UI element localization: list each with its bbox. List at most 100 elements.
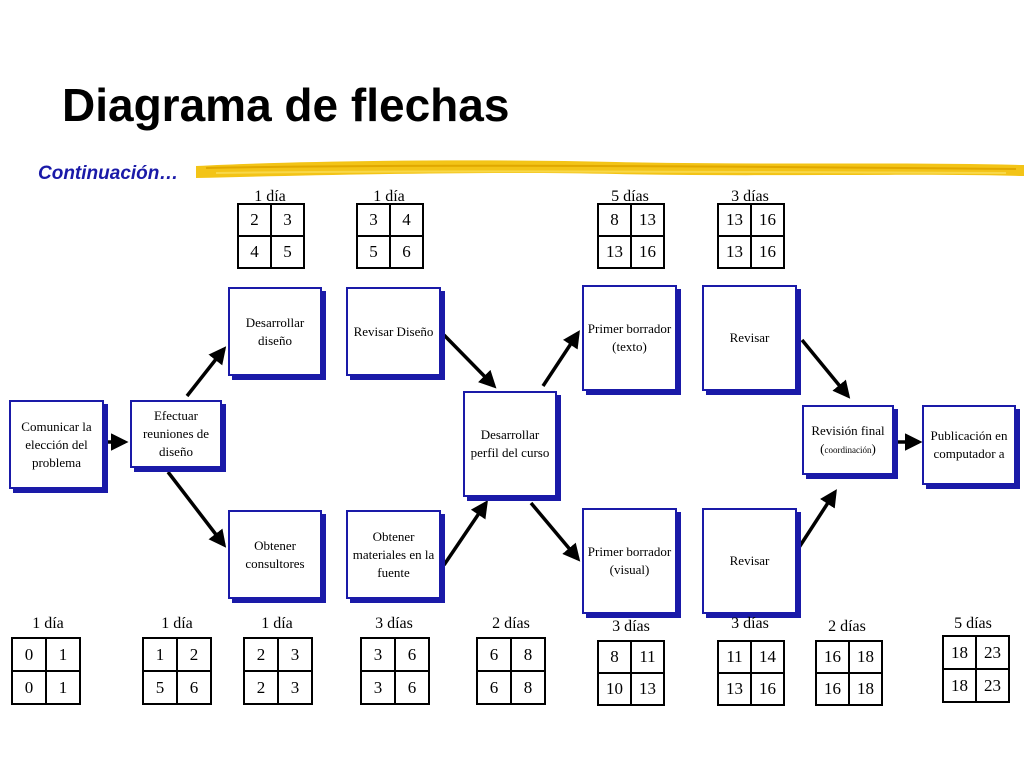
duration-label: 2 días xyxy=(828,618,866,635)
early-start: 2 xyxy=(238,204,271,236)
duration-label: 1 día xyxy=(261,615,293,632)
schedule-box: 13 16 13 16 xyxy=(717,203,785,269)
schedule-box: 3 6 3 6 xyxy=(360,637,430,705)
late-start: 18 xyxy=(943,669,976,702)
late-finish: 18 xyxy=(849,673,882,705)
late-finish: 1 xyxy=(46,671,80,704)
highlighter-stroke xyxy=(196,160,1024,178)
late-finish: 13 xyxy=(631,673,664,705)
arrow xyxy=(529,501,581,562)
schedule-box: 8 11 10 13 xyxy=(597,640,665,706)
late-finish: 3 xyxy=(278,671,312,704)
late-start: 5 xyxy=(357,236,390,268)
node-label: Obtener materiales en la fuente xyxy=(352,528,435,580)
early-finish: 3 xyxy=(271,204,304,236)
early-start: 13 xyxy=(718,204,751,236)
early-finish: 4 xyxy=(390,204,423,236)
schedule-box: 1 2 5 6 xyxy=(142,637,212,705)
late-start: 2 xyxy=(244,671,278,704)
node-label: Publicación en computador a xyxy=(930,428,1008,461)
duration-label: 2 días xyxy=(492,615,530,632)
node-desarrollar-perfil[interactable]: Desarrollar perfil del curso xyxy=(463,391,557,497)
node-label: Revisar Diseño xyxy=(353,323,434,339)
late-finish: 23 xyxy=(976,669,1009,702)
duration-label: 3 días xyxy=(612,618,650,635)
late-start: 3 xyxy=(361,671,395,704)
early-finish: 23 xyxy=(976,636,1009,669)
early-start: 1 xyxy=(143,638,177,671)
early-finish: 14 xyxy=(751,641,784,673)
node-label: Desarrollar diseño xyxy=(245,314,305,348)
node-desarrollar-diseno[interactable]: Desarrollar diseño xyxy=(228,287,322,376)
node-label: Revisar xyxy=(729,330,770,345)
node-efectuar-reuniones[interactable]: Efectuar reuniones de diseño xyxy=(130,400,222,468)
duration-label: 5 días xyxy=(611,188,649,205)
node-primer-borrador-texto[interactable]: Primer borrador (texto) xyxy=(582,285,677,391)
node-label: Primer borrador (texto) xyxy=(587,321,672,354)
node-label: Revisar xyxy=(729,553,770,568)
late-finish: 6 xyxy=(177,671,211,704)
late-start: 13 xyxy=(598,236,631,268)
revision-final-main: Revisión final xyxy=(811,422,885,438)
early-start: 2 xyxy=(244,638,278,671)
node-revision-final[interactable]: Revisión final (coordinación) xyxy=(802,405,894,475)
node-primer-borrador-visual[interactable]: Primer borrador (visual) xyxy=(582,508,677,614)
early-finish: 18 xyxy=(849,641,882,673)
early-finish: 16 xyxy=(751,204,784,236)
late-finish: 16 xyxy=(631,236,664,268)
early-start: 16 xyxy=(816,641,849,673)
arrow xyxy=(166,470,227,548)
early-start: 3 xyxy=(357,204,390,236)
early-start: 11 xyxy=(718,641,751,673)
schedule-box: 18 23 18 23 xyxy=(942,635,1010,703)
schedule-box: 2 3 2 3 xyxy=(243,637,313,705)
arrow xyxy=(800,338,851,399)
early-finish: 1 xyxy=(46,638,80,671)
node-obtener-consultores[interactable]: Obtener consultores xyxy=(228,510,322,599)
duration-label: 1 día xyxy=(32,615,64,632)
early-finish: 8 xyxy=(511,638,545,671)
late-start: 13 xyxy=(718,236,751,268)
late-start: 5 xyxy=(143,671,177,704)
node-label: Obtener consultores xyxy=(245,537,305,571)
arrow xyxy=(185,346,227,398)
page-title: Diagrama de flechas xyxy=(62,79,510,131)
schedule-box: 2 3 4 5 xyxy=(237,203,305,269)
schedule-box: 3 4 5 6 xyxy=(356,203,424,269)
schedule-box: 16 18 16 18 xyxy=(815,640,883,706)
node-comunicar[interactable]: Comunicar la elección del problema xyxy=(9,400,104,489)
early-finish: 13 xyxy=(631,204,664,236)
early-finish: 3 xyxy=(278,638,312,671)
duration-label: 1 día xyxy=(161,615,193,632)
node-revisar-bottom[interactable]: Revisar xyxy=(702,508,797,614)
duration-label: 3 días xyxy=(375,615,413,632)
late-finish: 6 xyxy=(390,236,423,268)
arrow xyxy=(796,489,837,550)
node-label: Primer borrador (visual) xyxy=(587,544,672,577)
subtitle: Continuación… xyxy=(38,163,179,184)
revision-final-sub: coordinación xyxy=(824,444,872,455)
node-obtener-materiales[interactable]: Obtener materiales en la fuente xyxy=(346,510,441,599)
early-start: 8 xyxy=(598,641,631,673)
node-publicacion[interactable]: Publicación en computador a xyxy=(922,405,1016,485)
early-finish: 2 xyxy=(177,638,211,671)
schedule-box: 8 13 13 16 xyxy=(597,203,665,269)
node-revisar-diseno[interactable]: Revisar Diseño xyxy=(346,287,441,376)
node-label: Efectuar reuniones de diseño xyxy=(142,408,210,459)
duration-label: 3 días xyxy=(731,615,769,632)
node-revisar-top[interactable]: Revisar xyxy=(702,285,797,391)
node-label: Desarrollar perfil del curso xyxy=(470,427,550,460)
duration-label: 5 días xyxy=(954,615,992,632)
duration-label: 1 día xyxy=(373,188,405,205)
node-label: Revisión final (coordinación) xyxy=(811,422,885,456)
arrow xyxy=(442,333,497,389)
late-finish: 5 xyxy=(271,236,304,268)
node-label: Comunicar la elección del problema xyxy=(21,418,92,470)
late-start: 0 xyxy=(12,671,46,704)
duration-label: 3 días xyxy=(731,188,769,205)
late-start: 4 xyxy=(238,236,271,268)
late-finish: 8 xyxy=(511,671,545,704)
schedule-box: 11 14 13 16 xyxy=(717,640,785,706)
early-start: 18 xyxy=(943,636,976,669)
